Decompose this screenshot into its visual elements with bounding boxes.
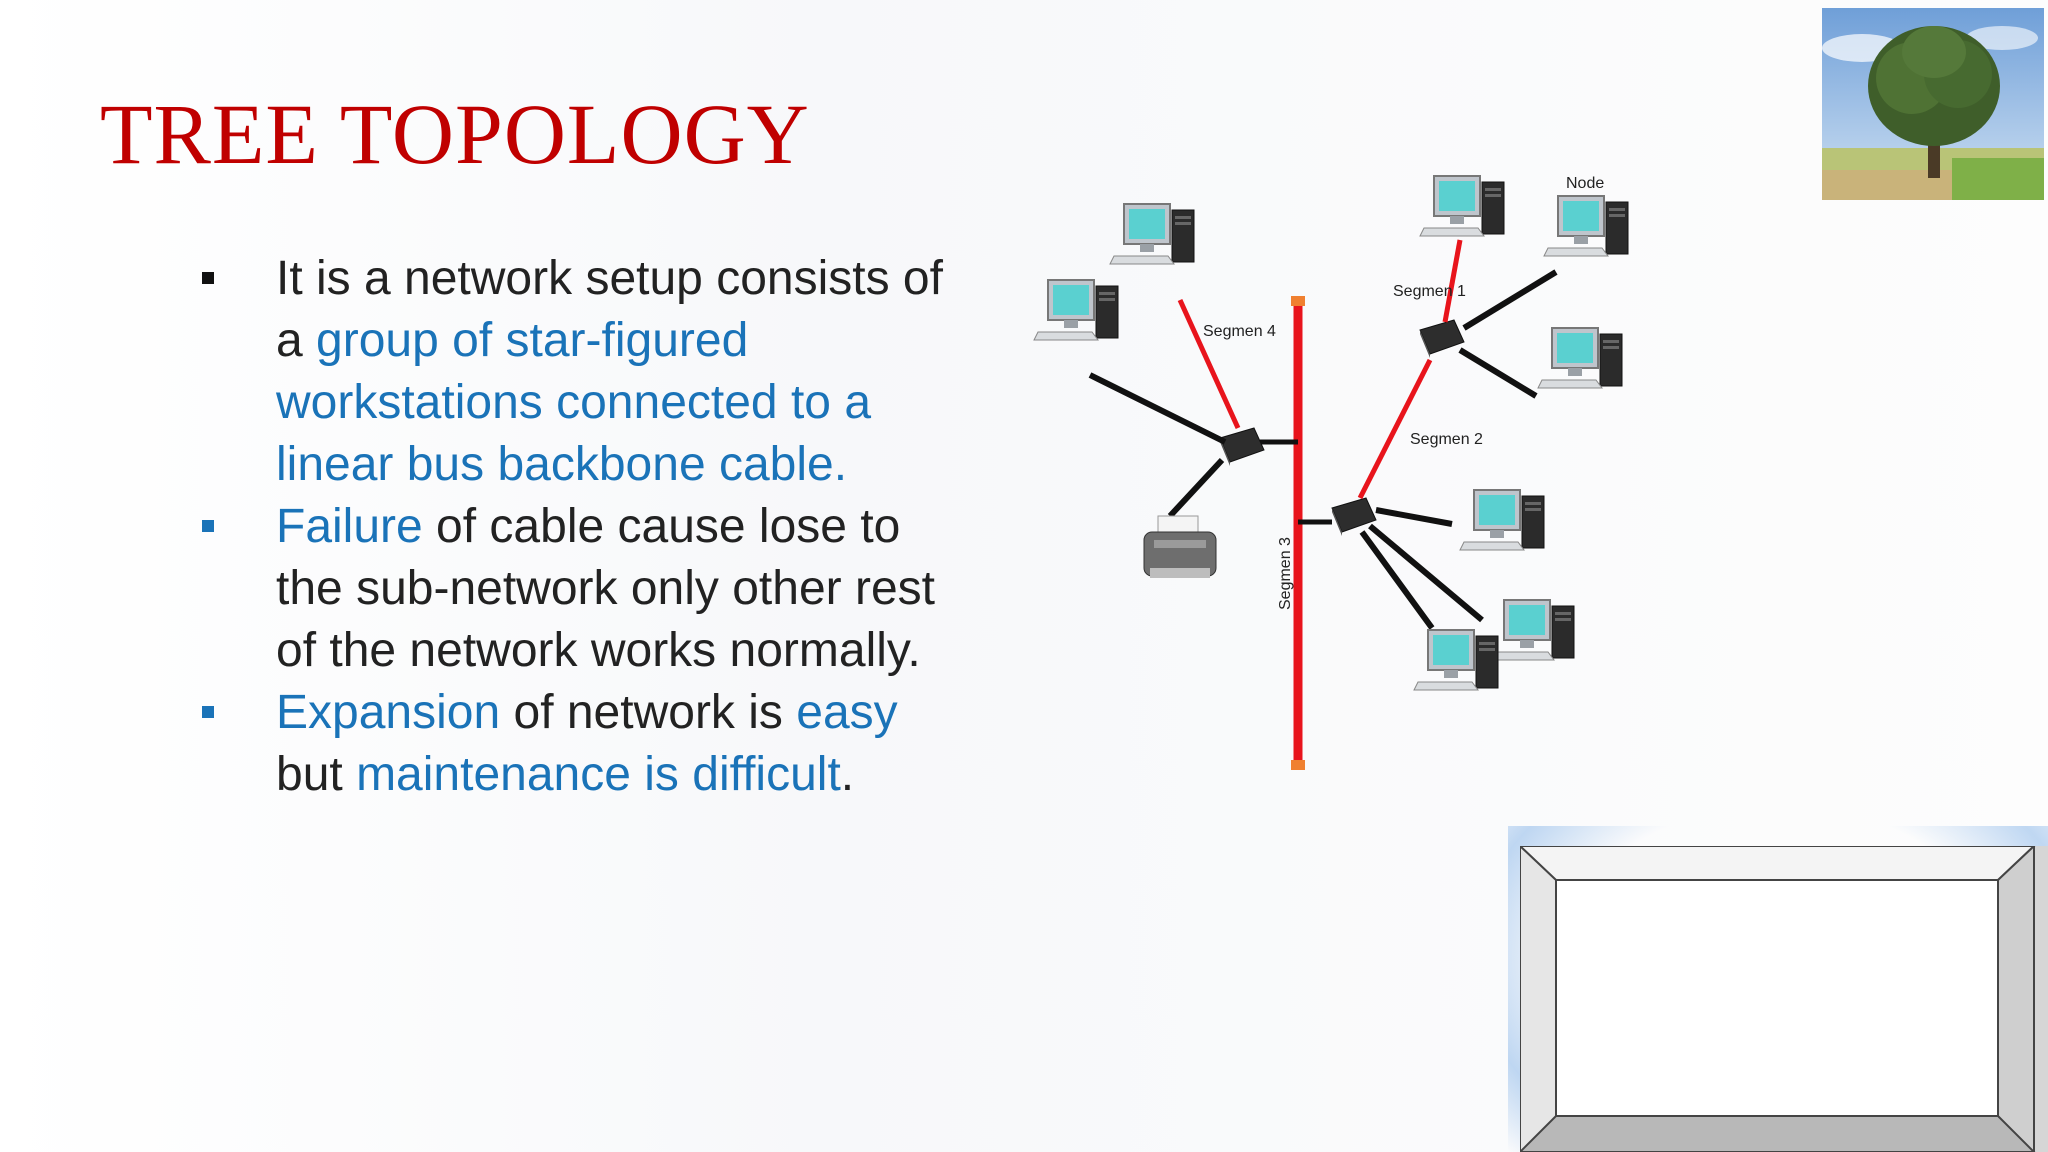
tree-topology-diagram: Segmen 4 Segmen 1 Segmen 2 Node Segmen 3 xyxy=(1033,175,1629,770)
bullet-text-highlight: Expansion xyxy=(276,686,501,739)
bullet-text: of cable cause lose to the sub-network o… xyxy=(276,500,935,677)
bullet-text: but xyxy=(276,748,357,801)
bullet-marker xyxy=(202,520,214,532)
tree-photo xyxy=(1822,8,2044,200)
bullet-text: It is a network setup consists of a xyxy=(276,252,943,367)
bullet-text-highlight: group of star-figured workstations conne… xyxy=(276,314,872,491)
bullet-text-highlight: easy xyxy=(796,686,898,739)
bullet-text-highlight: Failure xyxy=(276,500,423,553)
label-segment2: Segmen 2 xyxy=(1410,431,1483,448)
bullet-item: Failure of cable cause lose to the sub-n… xyxy=(196,496,976,682)
empty-frame xyxy=(1520,846,2048,1152)
label-segment4: Segmen 4 xyxy=(1203,323,1276,340)
label-segment3: Segmen 3 xyxy=(1277,537,1294,610)
bullet-item: It is a network setup consists of a grou… xyxy=(196,248,976,496)
label-segment1: Segmen 1 xyxy=(1393,283,1466,300)
bullet-marker xyxy=(202,272,214,284)
bullet-item: Expansion of network is easy but mainten… xyxy=(196,682,976,806)
bullet-text: of network is xyxy=(500,686,797,739)
bullet-marker xyxy=(202,706,214,718)
label-node: Node xyxy=(1566,175,1604,192)
bullet-list: It is a network setup consists of a grou… xyxy=(196,248,976,806)
slide-title: TREE TOPOLOGY xyxy=(100,86,810,182)
bullet-text-highlight: maintenance is difficult xyxy=(356,748,841,801)
bullet-text: . xyxy=(840,748,855,801)
